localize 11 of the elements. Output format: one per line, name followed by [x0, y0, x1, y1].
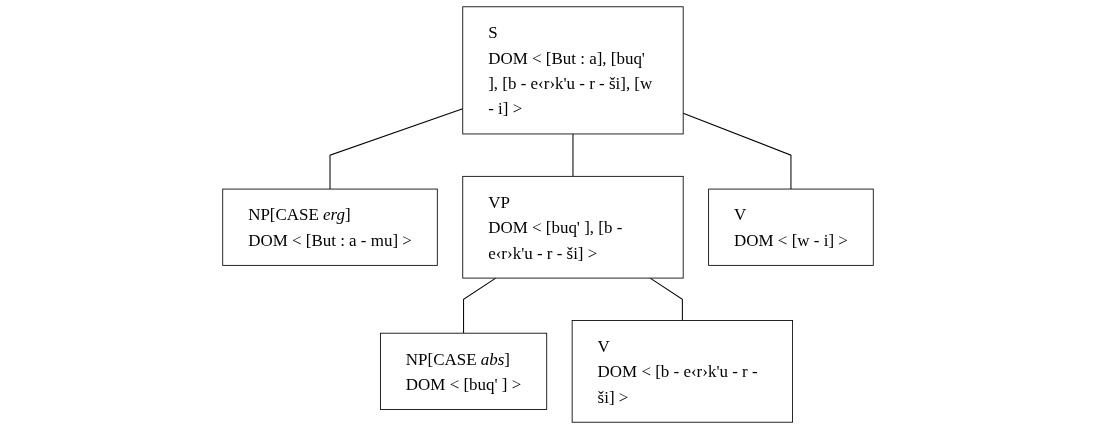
node-box: V DOM < [b - e‹r›k'u - r - ši] > [571, 320, 793, 423]
connector [572, 133, 574, 177]
node-box: V DOM < [w - i] > [708, 188, 874, 266]
node-box: S DOM < [But : a], [buq' ], [b - e‹r›k'u - r - ši], [w - i] > [462, 6, 684, 135]
node-box: NP[CASE abs] DOM < [buq' ] > [380, 332, 548, 410]
node-box: NP[CASE erg] DOM < [But : a - mu] > [222, 188, 438, 266]
connector [329, 108, 464, 190]
connector [682, 112, 792, 190]
node-box: VP DOM < [buq' ], [b - e‹r›k'u - r - ši] > [462, 175, 684, 279]
connector [649, 277, 683, 321]
connector [463, 277, 497, 334]
